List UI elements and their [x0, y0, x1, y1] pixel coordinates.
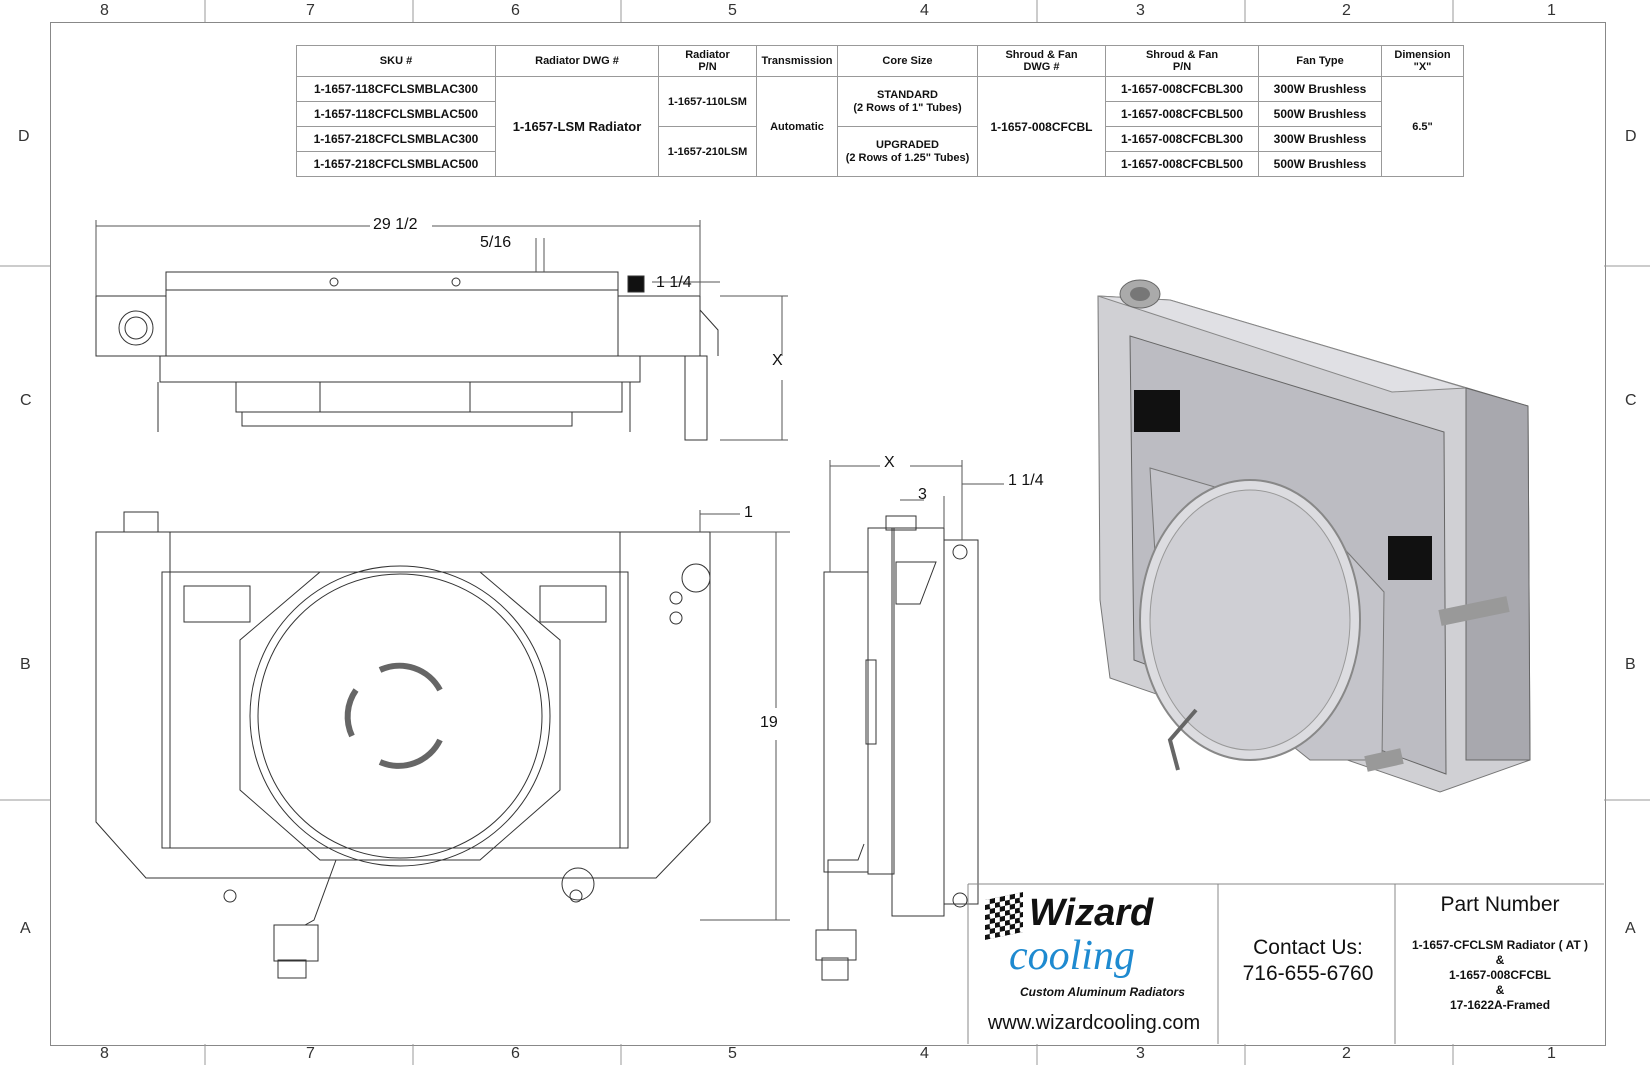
zone-row-label: A [20, 920, 31, 937]
radiator-dwg-cell: 1-1657-LSM Radiator [495, 76, 659, 177]
table-header: Transmission [756, 45, 838, 77]
spec-table: SKU # Radiator DWG # Radiator P/N Transm… [296, 45, 1464, 177]
zone-row-label: D [18, 128, 30, 145]
zone-col-label: 3 [1136, 1045, 1145, 1062]
side-view [815, 515, 979, 981]
dim-width: 29 1/2 [373, 216, 418, 233]
zone-row-label: A [1625, 920, 1636, 937]
zone-col-label: 6 [511, 2, 520, 19]
table-row: 1-1657-118CFCLSMBLAC300 1-1657-LSM Radia… [296, 76, 1464, 177]
zone-col-label: 3 [1136, 2, 1145, 19]
zone-row-label: B [20, 656, 31, 673]
zone-row-label: D [1625, 128, 1637, 145]
dimension-x-cell: 6.5" [1381, 76, 1464, 177]
zone-row-label: C [20, 392, 32, 409]
shroud-pn-cell: 1-1657-008CFCBL500 [1105, 151, 1259, 177]
zone-col-label: 4 [920, 2, 929, 19]
dim-top-offset: 1 [744, 504, 753, 521]
dim-inlet: 1 1/4 [656, 274, 692, 291]
zone-col-label: 2 [1342, 2, 1351, 19]
part-number-line: 1-1657-CFCLSM Radiator ( AT ) [1411, 938, 1588, 952]
zone-row-label: C [1625, 392, 1637, 409]
part-number-line: & [1495, 983, 1505, 997]
zone-col-label: 1 [1547, 1045, 1556, 1062]
table-row: 1-1657-218CFCLSMBLAC500 1-1657-008CFCBL5… [296, 151, 1464, 177]
transmission-cell: Automatic [756, 76, 838, 177]
zone-col-label: 7 [306, 2, 315, 19]
radiator-pn-cell: 1-1657-210LSM [658, 126, 757, 177]
wizard-cooling-logo: Wizard cooling [985, 888, 1205, 988]
shroud-pn-cell: 1-1657-008CFCBL300 [1105, 76, 1259, 102]
drawing-frame [50, 22, 1606, 1046]
fan-type-cell: 300W Brushless [1258, 76, 1382, 102]
sku-cell: 1-1657-118CFCLSMBLAC300 [296, 76, 496, 102]
zone-col-label: 2 [1342, 1045, 1351, 1062]
zone-col-label: 7 [306, 1045, 315, 1062]
dimension-lines [95, 220, 1004, 921]
dim-depth: X [772, 352, 783, 369]
core-size-detail: (2 Rows of 1" Tubes) [853, 101, 962, 114]
zone-col-label: 5 [728, 2, 737, 19]
website-link[interactable]: www.wizardcooling.com [987, 1012, 1201, 1034]
table-header: Shroud & Fan P/N [1105, 45, 1259, 77]
zone-col-label: 4 [920, 1045, 929, 1062]
sku-cell: 1-1657-218CFCLSMBLAC500 [296, 151, 496, 177]
sku-cell: 1-1657-118CFCLSMBLAC500 [296, 101, 496, 127]
part-number-title: Part Number [1440, 893, 1560, 916]
logo-wizard-text: Wizard [1029, 892, 1154, 934]
zone-col-label: 8 [100, 1045, 109, 1062]
dim-side-core: 3 [918, 486, 927, 503]
zone-col-label: 1 [1547, 2, 1556, 19]
title-block-lines [967, 883, 1604, 1044]
radiator-render [1097, 279, 1531, 793]
core-size-name: STANDARD [877, 88, 938, 101]
dim-side-depth: X [884, 454, 895, 471]
top-view [95, 271, 719, 441]
part-number-lines: 1-1657-CFCLSM Radiator ( AT ) & 1-1657-0… [1395, 938, 1605, 1013]
dim-offset: 5/16 [480, 234, 512, 251]
part-number-line: & [1495, 953, 1505, 967]
logo-cooling-text: cooling [1009, 933, 1135, 979]
core-size-detail: (2 Rows of 1.25" Tubes) [845, 151, 970, 164]
zone-col-label: 8 [100, 2, 109, 19]
dim-side-inlet: 1 1/4 [1008, 472, 1044, 489]
logo-tagline: Custom Aluminum Radiators [1020, 985, 1185, 999]
core-size-cell: UPGRADED (2 Rows of 1.25" Tubes) [837, 126, 978, 177]
contact-phone: 716-655-6760 [1242, 962, 1374, 985]
zone-col-label: 6 [511, 1045, 520, 1062]
fan-type-cell: 500W Brushless [1258, 151, 1382, 177]
radiator-pn-cell: 1-1657-110LSM [658, 76, 757, 127]
table-header-row: SKU # Radiator DWG # Radiator P/N Transm… [296, 45, 1464, 77]
table-header: Dimension "X" [1381, 45, 1464, 77]
contact-block: Contact Us: 716-655-6760 [1218, 935, 1398, 987]
contact-label: Contact Us: [1253, 936, 1363, 959]
shroud-dwg-cell: 1-1657-008CFCBL [977, 76, 1106, 177]
core-size-name: UPGRADED [876, 138, 939, 151]
core-size-cell: STANDARD (2 Rows of 1" Tubes) [837, 76, 978, 127]
part-number-line: 17-1622A-Framed [1449, 998, 1551, 1012]
front-view [95, 511, 711, 979]
dim-height: 19 [760, 714, 778, 731]
zone-col-label: 5 [728, 1045, 737, 1062]
zone-row-label: B [1625, 656, 1636, 673]
table-row: 1-1657-218CFCLSMBLAC300 1-1657-210LSM UP… [296, 126, 1464, 177]
part-number-line: 1-1657-008CFCBL [1448, 968, 1552, 982]
